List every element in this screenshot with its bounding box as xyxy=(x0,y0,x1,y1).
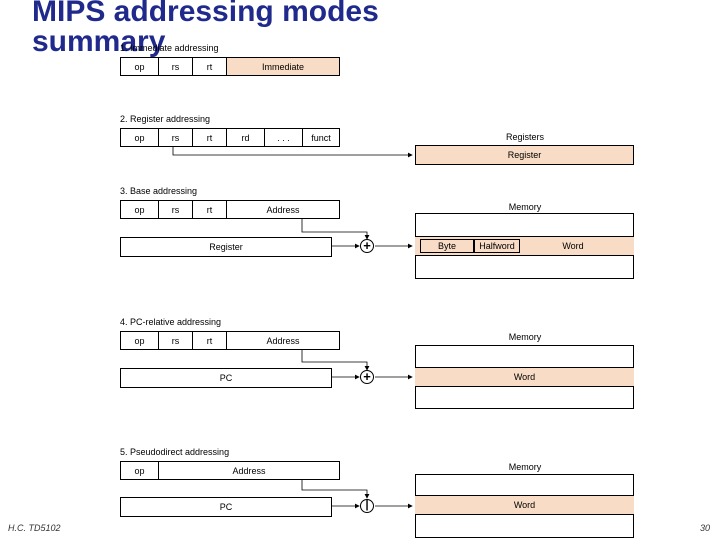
concat-icon: | xyxy=(360,499,374,513)
field-rt: rt xyxy=(192,201,226,218)
registers-caption: Registers xyxy=(505,132,544,142)
memory-word: Word xyxy=(415,367,634,387)
section-register-label: 2. Register addressing xyxy=(120,114,211,124)
adder-plus-icon: + xyxy=(360,370,374,384)
section-pcrel-label: 4. PC-relative addressing xyxy=(120,317,222,327)
field-op: op xyxy=(134,61,145,72)
memory-caption: Memory xyxy=(508,462,542,472)
field-op: op xyxy=(134,465,145,476)
memory-caption: Memory xyxy=(508,202,542,212)
footer-course: H.C. TD5102 xyxy=(8,523,61,533)
field-rs: rs xyxy=(158,129,192,146)
field-rs: rs xyxy=(158,58,192,75)
memory-caption: Memory xyxy=(508,332,542,342)
pcrel-instruction-format: op rs rt Address xyxy=(120,331,340,350)
field-rt: rt xyxy=(192,58,226,75)
field-rt: rt xyxy=(192,332,226,349)
pc-register-box: PC xyxy=(120,368,332,388)
field-op: op xyxy=(134,204,145,215)
page-number: 30 xyxy=(700,523,711,533)
base-instruction-format: op rs rt Address xyxy=(120,200,340,219)
field-shamt: . . . xyxy=(264,129,302,146)
memory-word-label: Word xyxy=(562,241,584,251)
base-register-box: Register xyxy=(120,237,332,257)
field-address: Address xyxy=(226,332,339,349)
slide-title-line-1: MIPS addressing modes xyxy=(32,0,379,28)
memory-halfword: Halfword xyxy=(474,239,520,253)
field-immediate: Immediate xyxy=(226,58,339,75)
field-rd: rd xyxy=(226,129,264,146)
memory-word: Word xyxy=(415,495,634,515)
section-immediate-label: 1. Immediate addressing xyxy=(120,43,219,53)
adder-plus-icon: + xyxy=(360,239,374,253)
field-address: Address xyxy=(226,201,339,218)
field-address: Address xyxy=(158,462,339,479)
field-rs: rs xyxy=(158,201,192,218)
field-op: op xyxy=(134,335,145,346)
pseudo-instruction-format: op Address xyxy=(120,461,340,480)
memory-byte: Byte xyxy=(420,239,474,253)
field-op: op xyxy=(134,132,145,143)
register-instruction-format: op rs rt rd . . . funct xyxy=(120,128,340,147)
section-pseudo-label: 5. Pseudodirect addressing xyxy=(120,447,230,457)
section-base-label: 3. Base addressing xyxy=(120,186,198,196)
slide-title-line-2: summary xyxy=(32,25,166,58)
pc-register-box: PC xyxy=(120,497,332,517)
field-rs: rs xyxy=(158,332,192,349)
field-rt: rt xyxy=(192,129,226,146)
field-funct: funct xyxy=(302,129,339,146)
immediate-instruction-format: op rs rt Immediate xyxy=(120,57,340,76)
register-file-entry: Register xyxy=(415,145,634,165)
